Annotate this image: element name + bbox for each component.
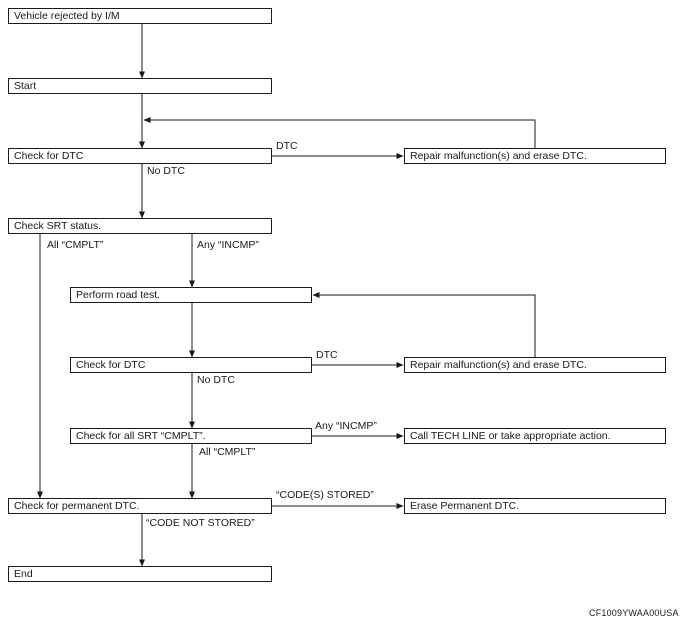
edge-label-any-incmp-1: Any “INCMP” (197, 239, 259, 251)
edge-label-dtc-2: DTC (316, 349, 338, 361)
node-check-dtc-1: Check for DTC (8, 148, 272, 164)
node-repair-erase-dtc-2: Repair malfunction(s) and erase DTC. (404, 357, 666, 373)
edge-label-code-not-stored: “CODE NOT STORED” (146, 517, 255, 529)
node-repair-erase-dtc-1: Repair malfunction(s) and erase DTC. (404, 148, 666, 164)
node-vehicle-rejected: Vehicle rejected by I/M (8, 8, 272, 24)
edge-label-no-dtc-1: No DTC (147, 165, 185, 177)
edge-label-any-incmp-2: Any “INCMP” (315, 420, 377, 432)
node-erase-permanent-dtc: Erase Permanent DTC. (404, 498, 666, 514)
edge-feedback-repair-1 (143, 117, 536, 148)
node-check-srt-status: Check SRT status. (8, 218, 272, 234)
edge-label-codes-stored: “CODE(S) STORED” (276, 489, 374, 501)
figure-code: CF1009YWAA00USA (589, 608, 679, 618)
node-perform-road-test: Perform road test. (70, 287, 312, 303)
node-end: End (8, 566, 272, 582)
node-start: Start (8, 78, 272, 94)
node-check-all-srt-cmplt: Check for all SRT “CMPLT”. (70, 428, 312, 444)
edge-label-all-cmplt-2: All “CMPLT” (199, 446, 256, 458)
node-check-permanent-dtc: Check for permanent DTC. (8, 498, 272, 514)
edge-label-dtc-1: DTC (276, 140, 298, 152)
edge-label-no-dtc-2: No DTC (197, 374, 235, 386)
node-check-dtc-2: Check for DTC (70, 357, 312, 373)
edge-label-all-cmplt-1: All “CMPLT” (47, 239, 104, 251)
edge-feedback-repair-2-to-road-test (312, 292, 536, 357)
node-call-tech-line: Call TECH LINE or take appropriate actio… (404, 428, 666, 444)
